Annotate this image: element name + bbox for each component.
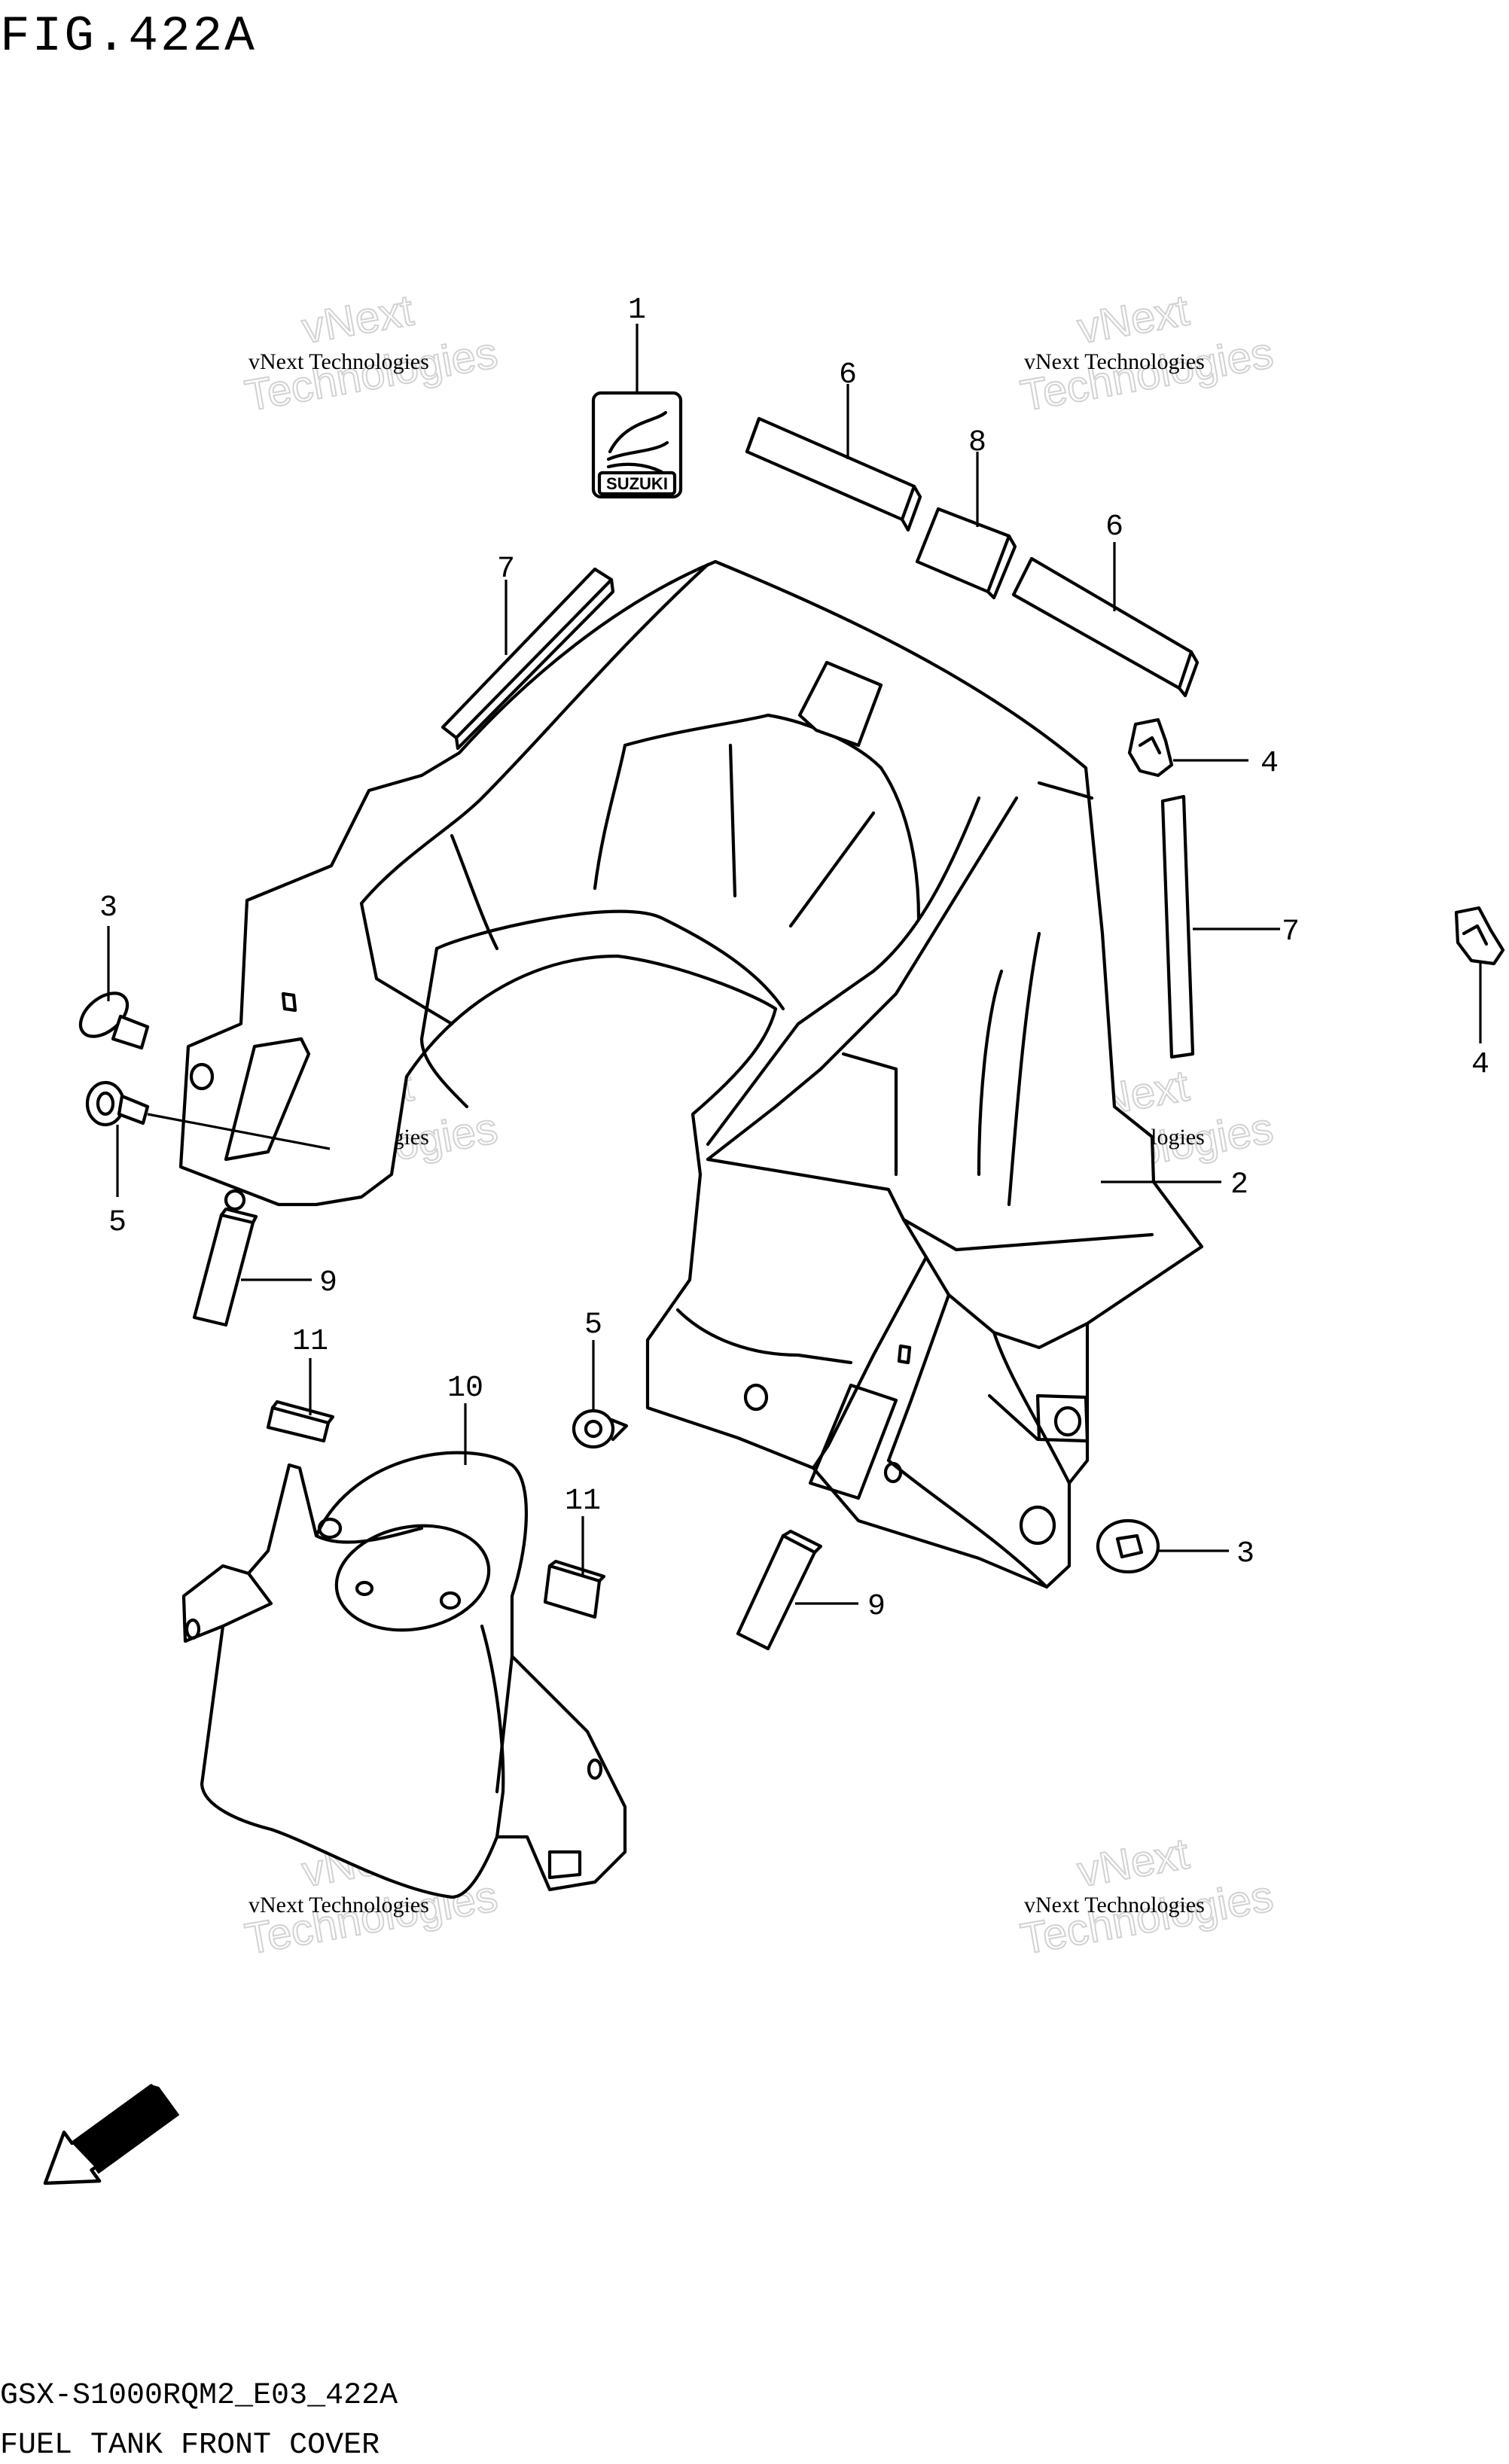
part-7-strip-left xyxy=(441,567,615,751)
callout-7-left: 7 xyxy=(497,553,515,586)
part-7-strip-right xyxy=(1160,794,1195,1059)
part-10-lower-cover xyxy=(181,1451,627,1899)
callout-2: 1 xyxy=(628,294,646,327)
watermark-bottom-right: vNext Technologies vNext Technologies xyxy=(1017,1828,1278,1964)
part-9-pad-right xyxy=(736,1529,823,1651)
figure-name: FUEL TANK FRONT COVER xyxy=(0,2429,380,2462)
part-6-strip-upper xyxy=(745,416,922,532)
svg-text:vNext: vNext xyxy=(298,285,416,353)
svg-text:Technologies: Technologies xyxy=(1017,328,1277,421)
callout-6-right: 6 xyxy=(1105,510,1123,544)
figure-code: GSX-S1000RQM2_E03_422A xyxy=(0,2379,398,2413)
part-8-pad xyxy=(915,507,1017,600)
fwd-arrow-icon: FWD xyxy=(43,2084,180,2185)
svg-text:vNext Technologies: vNext Technologies xyxy=(1024,349,1205,374)
callout-4-upper: 4 xyxy=(1261,747,1279,781)
watermark-top-right: vNext Technologies vNext Technologies xyxy=(1017,285,1278,421)
callout-11-lower: 11 xyxy=(565,1485,601,1518)
callout-11-upper: 11 xyxy=(292,1325,328,1359)
callout-5-middle: 5 xyxy=(584,1308,602,1342)
svg-text:Technologies: Technologies xyxy=(1017,1872,1277,1964)
callout-4-right: 4 xyxy=(1471,1048,1489,1082)
watermark-top-left: vNext Technologies vNext Technologies xyxy=(241,285,502,421)
part-4-clip-right xyxy=(1454,906,1505,966)
svg-text:Technologies: Technologies xyxy=(242,328,501,421)
callout-1: 2 xyxy=(1230,1168,1248,1202)
svg-text:vNext Technologies: vNext Technologies xyxy=(248,349,429,374)
callout-7-right: 7 xyxy=(1282,915,1300,949)
svg-text:vNext: vNext xyxy=(1074,1829,1192,1896)
part-5-screw-left xyxy=(85,1080,150,1127)
svg-text:vNext: vNext xyxy=(1074,285,1192,353)
leader-lines xyxy=(107,324,1482,1605)
part-9-pad-left xyxy=(192,1207,258,1327)
svg-text:vNext Technologies: vNext Technologies xyxy=(248,1893,429,1917)
emblem-text: SUZUKI xyxy=(606,474,668,493)
part-3-push-rivet-left xyxy=(78,991,150,1050)
callout-labels: 1 6 8 6 7 4 7 4 3 5 2 9 11 10 5 11 3 9 xyxy=(99,294,1489,1624)
part-2-emblem: SUZUKI xyxy=(591,391,683,499)
part-3-nut-right xyxy=(1096,1518,1160,1574)
part-11-pad-upper xyxy=(266,1400,335,1443)
figure-title: FIG.422A xyxy=(0,8,257,65)
part-4-clip-upper xyxy=(1127,717,1174,778)
callout-9-left: 9 xyxy=(319,1266,337,1300)
callout-10: 10 xyxy=(447,1372,483,1406)
svg-text:vNext Technologies: vNext Technologies xyxy=(1024,1893,1205,1917)
part-11-pad-lower xyxy=(543,1559,606,1619)
callout-3-right: 3 xyxy=(1236,1537,1254,1571)
part-6-strip-lower xyxy=(1011,556,1200,698)
callout-6-upper: 6 xyxy=(839,358,857,392)
part-5-screw-middle xyxy=(572,1409,629,1449)
callout-9-right: 9 xyxy=(867,1590,886,1624)
part-1-fuel-tank-front-cover xyxy=(178,559,1204,1589)
callout-3-left: 3 xyxy=(99,891,117,925)
callout-5-left: 5 xyxy=(108,1206,127,1240)
callout-8: 8 xyxy=(968,426,986,460)
